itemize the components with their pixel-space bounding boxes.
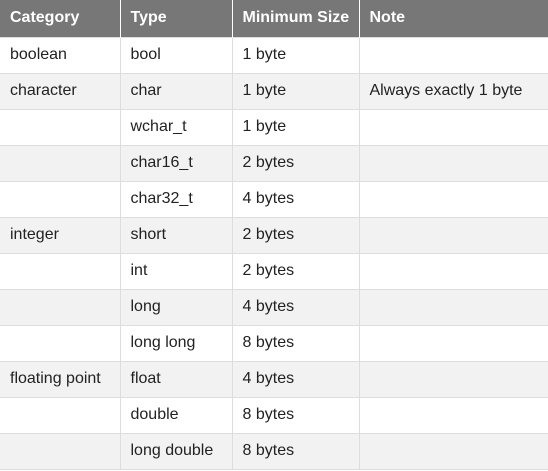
note-cell <box>358 108 548 146</box>
size-cell: 2 bytes <box>231 216 360 254</box>
category-cell <box>0 324 121 362</box>
note-cell <box>358 360 548 398</box>
size-cell: 4 bytes <box>231 360 360 398</box>
table-row: long long 8 bytes <box>0 324 548 362</box>
header-type: Type <box>120 0 233 37</box>
size-cell: 8 bytes <box>231 324 360 362</box>
category-cell <box>0 396 121 434</box>
category-cell <box>0 108 121 146</box>
table-row: character char 1 byte Always exactly 1 b… <box>0 72 548 110</box>
type-cell: double <box>119 396 233 434</box>
type-cell: long <box>119 288 233 326</box>
type-cell: char <box>119 72 233 110</box>
size-cell: 8 bytes <box>231 432 360 470</box>
header-row: Category Type Minimum Size Note <box>0 0 548 37</box>
type-cell: char32_t <box>119 180 233 218</box>
table-row: wchar_t 1 byte <box>0 108 548 146</box>
note-cell <box>358 144 548 182</box>
note-cell <box>358 180 548 218</box>
header-category: Category <box>0 0 121 37</box>
table-row: double 8 bytes <box>0 396 548 434</box>
header-minimum-size: Minimum Size <box>232 0 360 37</box>
category-cell <box>0 432 121 470</box>
type-cell: bool <box>119 36 233 74</box>
note-cell <box>358 252 548 290</box>
type-cell: float <box>119 360 233 398</box>
category-cell <box>0 180 121 218</box>
table-header: Category Type Minimum Size Note <box>0 0 548 37</box>
category-cell: floating point <box>0 360 121 398</box>
type-cell: char16_t <box>119 144 233 182</box>
type-cell: wchar_t <box>119 108 233 146</box>
note-cell <box>358 432 548 470</box>
table-row: char32_t 4 bytes <box>0 180 548 218</box>
size-cell: 4 bytes <box>231 180 360 218</box>
category-cell: boolean <box>0 36 121 74</box>
size-cell: 1 byte <box>231 108 360 146</box>
note-cell <box>358 216 548 254</box>
size-cell: 1 byte <box>231 72 360 110</box>
header-note: Note <box>359 0 548 37</box>
table-row: int 2 bytes <box>0 252 548 290</box>
table-row: char16_t 2 bytes <box>0 144 548 182</box>
table-row: boolean bool 1 byte <box>0 36 548 74</box>
type-cell: long double <box>119 432 233 470</box>
note-cell <box>358 36 548 74</box>
table-body: boolean bool 1 byte character char 1 byt… <box>0 36 548 470</box>
size-cell: 2 bytes <box>231 252 360 290</box>
size-cell: 2 bytes <box>231 144 360 182</box>
table-row: floating point float 4 bytes <box>0 360 548 398</box>
category-cell: character <box>0 72 121 110</box>
category-cell <box>0 252 121 290</box>
note-cell <box>358 396 548 434</box>
type-cell: long long <box>119 324 233 362</box>
size-cell: 4 bytes <box>231 288 360 326</box>
category-cell <box>0 144 121 182</box>
table-row: integer short 2 bytes <box>0 216 548 254</box>
category-cell <box>0 288 121 326</box>
type-cell: short <box>119 216 233 254</box>
size-cell: 8 bytes <box>231 396 360 434</box>
category-cell: integer <box>0 216 121 254</box>
table-row: long 4 bytes <box>0 288 548 326</box>
size-cell: 1 byte <box>231 36 360 74</box>
note-cell <box>358 324 548 362</box>
note-cell: Always exactly 1 byte <box>358 72 548 110</box>
type-cell: int <box>119 252 233 290</box>
table-row: long double 8 bytes <box>0 432 548 470</box>
note-cell <box>358 288 548 326</box>
